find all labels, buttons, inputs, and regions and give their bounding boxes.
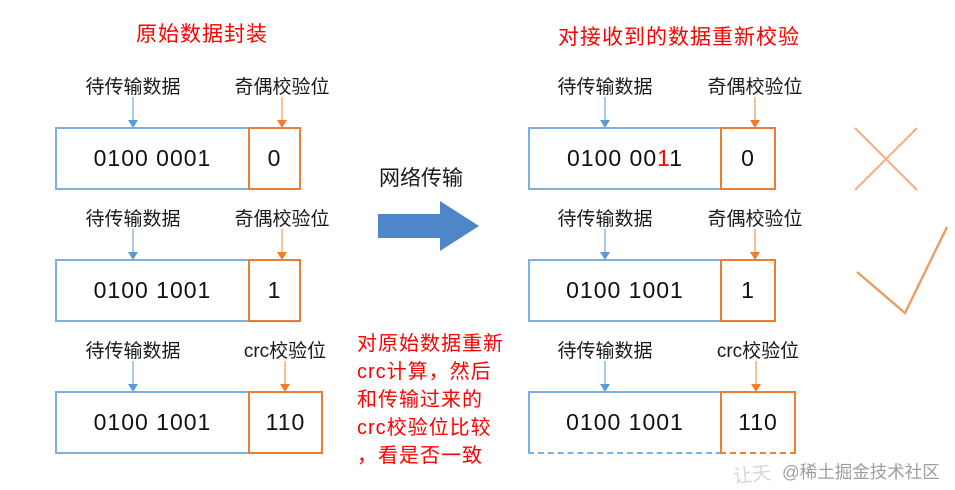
down-arrow-icon	[128, 229, 138, 260]
crc-compare-note: 对原始数据重新 crc计算，然后 和传输过来的 crc校验位比较 ，看是否一致	[357, 330, 504, 470]
check-label: 奇偶校验位	[234, 77, 330, 98]
data-cell: 0100 1001	[528, 259, 722, 322]
data-bits: 0100 1001	[566, 277, 684, 303]
check-label: 奇偶校验位	[707, 209, 803, 230]
down-arrow-icon	[280, 361, 290, 392]
check-cell: 1	[248, 259, 301, 322]
down-arrow-icon	[128, 361, 138, 392]
check-cell: 0	[248, 127, 301, 190]
check-label: 奇偶校验位	[707, 77, 803, 98]
check-label: crc校验位	[243, 341, 327, 362]
data-label: 待传输数据	[85, 341, 181, 362]
right-row-crc: 待传输数据 crc校验位 0100 1001 110	[528, 336, 858, 456]
down-arrow-icon	[600, 361, 610, 392]
down-arrow-icon	[277, 97, 287, 128]
down-arrow-icon	[600, 97, 610, 128]
left-panel-title: 原始数据封装	[136, 23, 268, 46]
check-bits: 1	[741, 277, 755, 303]
right-block-arrow-icon	[378, 201, 479, 251]
data-label: 待传输数据	[557, 77, 653, 98]
down-arrow-icon	[750, 229, 760, 260]
note-line: crc计算，然后	[357, 361, 492, 383]
check-bits: 0	[267, 145, 282, 171]
bit-box: 0100 1001 1	[528, 259, 776, 322]
watermark-credit: @稀土掘金技术社区	[782, 462, 940, 482]
data-bits: 0100 1001	[566, 409, 684, 435]
network-transfer-label: 网络传输	[379, 167, 463, 190]
bit-box: 0100 0001 0	[55, 127, 301, 190]
bit-box: 0100 0011 0	[528, 127, 776, 190]
note-line: 和传输过来的	[357, 389, 483, 411]
data-bits: 0100 0001	[93, 145, 212, 171]
down-arrow-icon	[750, 97, 760, 128]
left-row-crc: 待传输数据 crc校验位 0100 1001 110	[55, 336, 385, 456]
check-bits: 110	[738, 409, 778, 435]
left-row-parity-2: 待传输数据 奇偶校验位 0100 1001 1	[55, 204, 385, 324]
data-cell: 0100 0011	[528, 127, 722, 190]
check-cell: 110	[248, 391, 323, 454]
data-cell: 0100 0001	[55, 127, 250, 190]
note-line: 对原始数据重新	[357, 333, 504, 355]
data-cell: 0100 1001	[55, 391, 250, 454]
data-cell: 0100 1001	[528, 391, 722, 454]
error-bit: 1	[657, 145, 670, 171]
note-line: crc校验位比较	[357, 417, 492, 439]
data-label: 待传输数据	[557, 341, 653, 362]
success-check-icon	[856, 226, 949, 315]
down-arrow-icon	[128, 97, 138, 128]
bit-box: 0100 1001 110	[55, 391, 323, 454]
data-label: 待传输数据	[557, 209, 653, 230]
down-arrow-icon	[751, 361, 761, 392]
check-label: crc校验位	[716, 341, 800, 362]
watermark-faint-text: 让天	[732, 463, 773, 488]
error-cross-icon	[854, 127, 918, 191]
check-bits: 110	[265, 409, 306, 435]
down-arrow-icon	[600, 229, 610, 260]
check-cell: 0	[720, 127, 776, 190]
check-cell: 110	[720, 391, 796, 454]
data-label: 待传输数据	[85, 209, 181, 230]
left-row-parity-1: 待传输数据 奇偶校验位 0100 0001 0	[55, 72, 385, 192]
check-cell: 1	[720, 259, 776, 322]
data-bits: 0100 1001	[93, 409, 212, 435]
check-bits: 0	[741, 145, 755, 171]
data-label: 待传输数据	[85, 77, 181, 98]
right-row-parity-2: 待传输数据 奇偶校验位 0100 1001 1	[528, 204, 858, 324]
bit-box: 0100 1001 1	[55, 259, 301, 322]
bit-box: 0100 1001 110	[528, 391, 796, 454]
data-bits: 0100 0011	[566, 145, 684, 171]
down-arrow-icon	[277, 229, 287, 260]
data-bits: 0100 1001	[93, 277, 212, 303]
check-label: 奇偶校验位	[234, 209, 330, 230]
data-cell: 0100 1001	[55, 259, 250, 322]
right-panel-title: 对接收到的数据重新校验	[558, 26, 800, 49]
check-bits: 1	[267, 277, 282, 303]
right-row-parity-1: 待传输数据 奇偶校验位 0100 0011 0	[528, 72, 858, 192]
note-line: ，看是否一致	[357, 445, 483, 467]
